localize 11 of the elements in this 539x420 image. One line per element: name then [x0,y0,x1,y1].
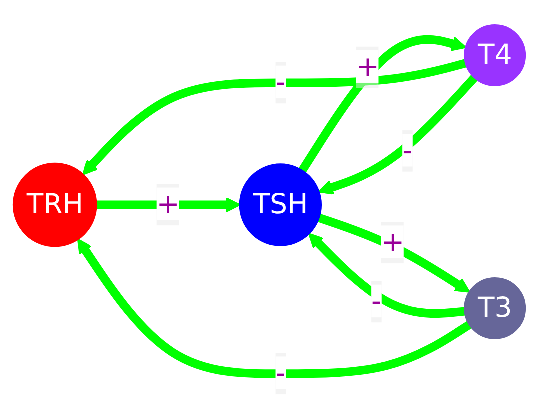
edge-label: + [382,222,405,264]
edge-label: - [372,281,382,323]
edge-label: - [276,353,286,395]
hormone-circle: T4 [464,24,526,86]
hormone-circle: TRH [12,162,98,248]
edge-label: - [276,62,286,104]
hormone-circle: TSH [239,164,322,246]
edge-label: + [356,46,380,88]
edge-label: - [402,130,413,172]
hormone-circle: T3 [464,277,526,340]
edge-label: + [156,184,180,226]
